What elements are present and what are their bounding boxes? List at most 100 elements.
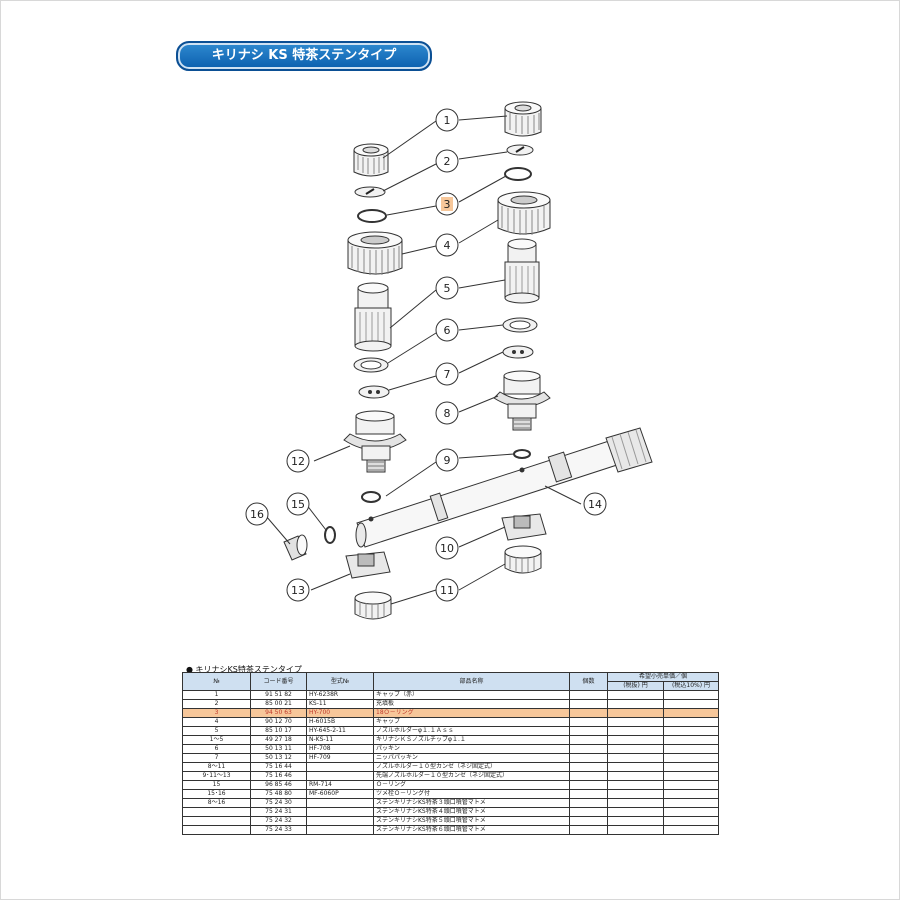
callout-label: 13 [291, 584, 305, 597]
callout-4: 4 [435, 233, 459, 257]
callout-label: 7 [444, 368, 451, 381]
cell-name: キャップ（赤） [373, 690, 570, 700]
page-title: キリナシ KS 特茶ステンタイプ [176, 41, 432, 71]
callout-label: 1 [444, 114, 451, 127]
cell-price-ex [607, 780, 664, 790]
part-cap-left [353, 143, 389, 177]
col-header-price-in: (税込10%) 円 [662, 681, 720, 691]
cell-code: 85 10 17 [250, 726, 307, 736]
col-header-code: コード番号 [250, 672, 307, 691]
table-title: ● キリナシKS特茶ステンタイプ [186, 665, 302, 674]
cell-price-ex [607, 771, 664, 781]
cell-price-ex [607, 825, 664, 835]
cell-model: HF-709 [306, 753, 374, 763]
left-assembly [343, 143, 407, 473]
cell-code: 91 51 82 [250, 690, 307, 700]
cell-price-in [662, 816, 720, 826]
cell-qty [569, 825, 608, 835]
cell-code: 49 27 18 [250, 735, 307, 745]
cell-price-ex [607, 735, 664, 745]
cell-no: 5 [182, 726, 251, 736]
cell-model: MF-6060P [306, 789, 374, 799]
cell-no: 8～16 [182, 798, 251, 808]
cell-qty [569, 726, 608, 736]
callout-6: 6 [435, 318, 459, 342]
part-oring-15 [324, 526, 336, 544]
cell-qty [569, 780, 608, 790]
cell-model [306, 798, 374, 808]
cell-no [182, 807, 251, 817]
part-large-cap-left [347, 231, 403, 275]
parts-table: № コード番号 型式№ 部品名称 個数 希望小売単価／個 (税抜) 円 (税込1… [182, 672, 720, 835]
part-oring-right [504, 167, 532, 181]
leader-lines [265, 115, 582, 605]
cell-code: 50 13 11 [250, 744, 307, 754]
part-nut-11-left [354, 591, 392, 620]
cell-model: HY-645-2-11 [306, 726, 374, 736]
cell-price-ex [607, 753, 664, 763]
callout-8: 8 [435, 401, 459, 425]
part-packing-left [353, 357, 389, 373]
cell-name: ステンキリナシKS特茶３頭口噴管マトメ [373, 798, 570, 808]
table-row: 75 24 33 ステンキリナシKS特茶６頭口噴管マトメ [182, 825, 720, 835]
cell-qty [569, 816, 608, 826]
callout-15: 15 [286, 492, 310, 516]
cell-price-in [662, 717, 720, 727]
cell-no: 4 [182, 717, 251, 727]
col-header-price-ex: (税抜) 円 [607, 681, 664, 691]
cell-model: N-KS-11 [306, 735, 374, 745]
cell-model [306, 762, 374, 772]
part-nut-11-right [504, 545, 542, 574]
cell-no: 15 [182, 780, 251, 790]
cell-no: 1 [182, 690, 251, 700]
part-holder-body-right [493, 370, 551, 431]
cell-no: 9･11～13 [182, 771, 251, 781]
part-disc-right [506, 144, 534, 156]
part-nozzle-holder-left [354, 282, 392, 352]
callout-label: 3 [444, 198, 451, 211]
cell-model: H-6015B [306, 717, 374, 727]
cell-qty [569, 807, 608, 817]
cell-model [306, 771, 374, 781]
cell-qty [569, 753, 608, 763]
cell-code: 75 16 44 [250, 762, 307, 772]
cell-code: 90 12 70 [250, 717, 307, 727]
callout-label: 16 [250, 508, 264, 521]
cell-no: 2 [182, 699, 251, 709]
cell-code: 75 48 80 [250, 789, 307, 799]
callout-5: 5 [435, 276, 459, 300]
cell-name: ステンキリナシKS特茶４頭口噴管マトメ [373, 807, 570, 817]
cell-qty [569, 744, 608, 754]
callout-highlight [441, 197, 453, 211]
cell-name: ステンキリナシKS特茶６頭口噴管マトメ [373, 825, 570, 835]
col-header-qty: 個数 [569, 672, 608, 691]
cell-price-in [662, 762, 720, 772]
callout-label: 9 [444, 454, 451, 467]
cell-name: ノズルホルダーφ１.１Ａｓｓ [373, 726, 570, 736]
cell-price-ex [607, 690, 664, 700]
cell-model: RM-714 [306, 780, 374, 790]
part-nozzle-holder-right [504, 238, 540, 304]
cell-name: 充填板 [373, 699, 570, 709]
part-plug-16 [283, 534, 308, 561]
cell-name: ステンキリナシKS特茶５頭口噴管マトメ [373, 816, 570, 826]
cell-code: 75 24 33 [250, 825, 307, 835]
cell-price-ex [607, 762, 664, 772]
cell-price-in [662, 726, 720, 736]
cell-name: キリナシＫＳノズルチップφ１.１ [373, 735, 570, 745]
callout-10: 10 [435, 536, 459, 560]
cell-qty [569, 735, 608, 745]
callout-14: 14 [583, 492, 607, 516]
part-holder-body-left [343, 410, 407, 473]
cell-no: 15･16 [182, 789, 251, 799]
part-oring-left [357, 209, 387, 223]
part-packing-right [502, 317, 538, 333]
callout-3: 3 [435, 192, 459, 216]
